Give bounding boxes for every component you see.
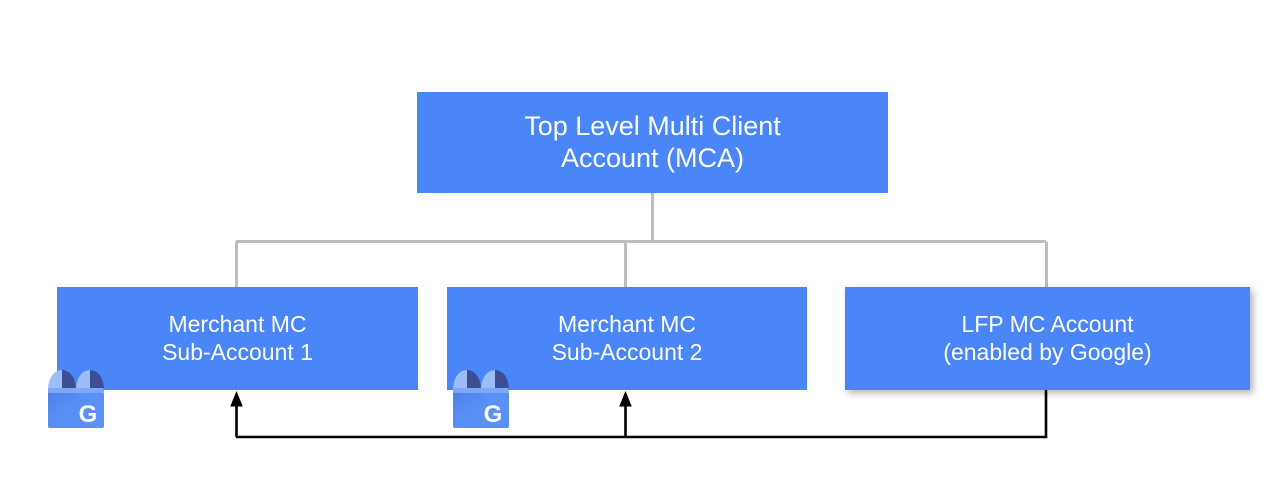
hierarchy-connectors [235, 193, 1048, 288]
node-lfp-mc-account: LFP MC Account (enabled by Google) [845, 287, 1250, 390]
arrowhead-sub1 [230, 391, 243, 407]
feed-connectors [235, 390, 1048, 439]
node-top-level-mca: Top Level Multi Client Account (MCA) [417, 92, 888, 193]
node-merchant-mc-sub-account-2: Merchant MC Sub-Account 2 [447, 287, 807, 390]
google-my-business-storefront-icon: G [48, 370, 104, 428]
feed-arrowheads [230, 391, 632, 407]
arrowhead-sub2 [619, 391, 632, 407]
google-my-business-storefront-icon: G [453, 370, 509, 428]
svg-text:G: G [79, 401, 98, 428]
node-merchant-mc-sub-account-1: Merchant MC Sub-Account 1 [57, 287, 418, 390]
svg-text:G: G [484, 401, 503, 428]
